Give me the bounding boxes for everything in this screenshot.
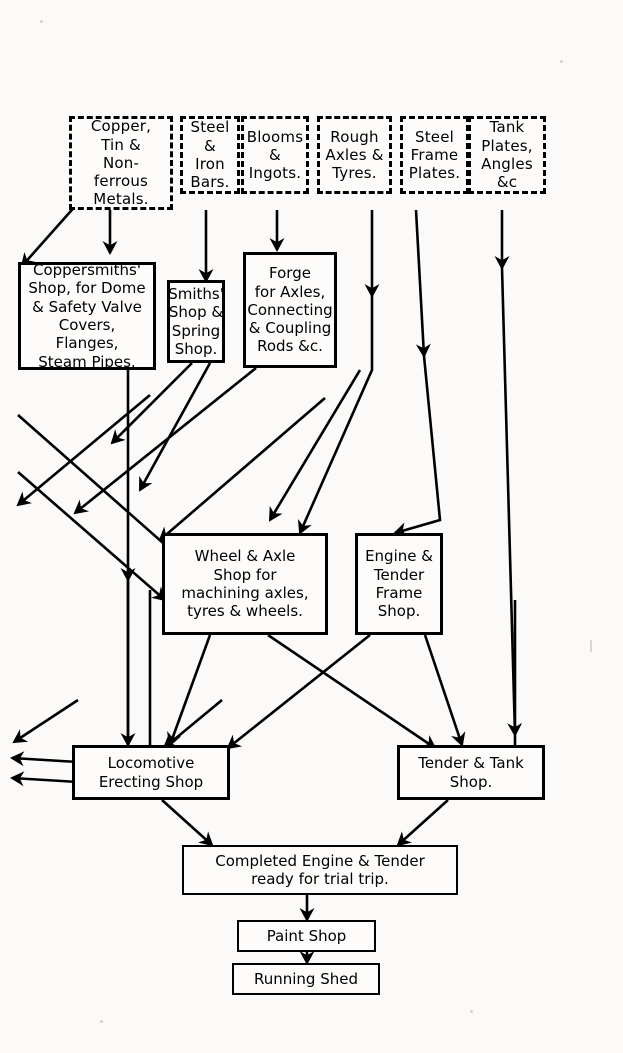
shop-engine-tender-frame[interactable]: Engine & Tender Frame Shop.	[355, 533, 443, 635]
paper-speck	[100, 1020, 103, 1023]
raw-material-tank-plates-label: Tank Plates, Angles &c	[481, 118, 533, 192]
raw-material-frame-plates-label: Steel Frame Plates.	[408, 127, 461, 183]
raw-material-steel-bars-label: Steel & Iron Bars.	[190, 118, 230, 192]
raw-material-blooms-label: Blooms & Ingots.	[246, 127, 304, 183]
raw-material-frame-plates[interactable]: Steel Frame Plates.	[400, 116, 469, 194]
raw-material-steel-bars[interactable]: Steel & Iron Bars.	[180, 116, 240, 194]
paper-speck	[40, 20, 43, 23]
shop-tender-tank[interactable]: Tender & Tank Shop.	[397, 745, 545, 800]
shop-coppersmiths[interactable]: Coppersmiths' Shop, for Dome & Safety Va…	[18, 261, 156, 371]
raw-material-copper-label: Copper, Tin & Non-ferrous Metals.	[90, 117, 152, 209]
raw-material-blooms[interactable]: Blooms & Ingots.	[241, 116, 309, 194]
shop-locomotive-erecting-label: Locomotive Erecting Shop	[98, 754, 204, 791]
output-paint-shop[interactable]: Paint Shop	[237, 920, 376, 952]
shop-tender-tank-label: Tender & Tank Shop.	[418, 754, 524, 791]
output-completed-engine-label: Completed Engine & Tender ready for tria…	[215, 851, 425, 888]
output-running-shed-label: Running Shed	[253, 969, 358, 988]
raw-material-tank-plates[interactable]: Tank Plates, Angles &c	[468, 116, 546, 194]
shop-forge[interactable]: Forge for Axles, Connecting & Coupling R…	[243, 252, 337, 368]
raw-material-rough-axles[interactable]: Rough Axles & Tyres.	[317, 116, 392, 194]
shop-wheel-axle-label: Wheel & Axle Shop for machining axles, t…	[181, 547, 309, 621]
raw-material-copper[interactable]: Copper, Tin & Non-ferrous Metals.	[69, 116, 173, 210]
shop-coppersmiths-label: Coppersmiths' Shop, for Dome & Safety Va…	[28, 261, 146, 371]
paper-speck	[590, 640, 592, 652]
shop-smiths[interactable]: Smiths' Shop & Spring Shop.	[167, 280, 225, 363]
paper-speck	[560, 60, 563, 63]
shop-smiths-label: Smiths' Shop & Spring Shop.	[168, 284, 224, 358]
shop-engine-tender-frame-label: Engine & Tender Frame Shop.	[365, 547, 433, 621]
paper-speck	[470, 1010, 473, 1013]
raw-material-rough-axles-label: Rough Axles & Tyres.	[325, 127, 384, 183]
shop-forge-label: Forge for Axles, Connecting & Coupling R…	[247, 264, 333, 356]
output-running-shed[interactable]: Running Shed	[232, 963, 380, 995]
output-completed-engine[interactable]: Completed Engine & Tender ready for tria…	[182, 845, 458, 895]
shop-locomotive-erecting[interactable]: Locomotive Erecting Shop	[72, 745, 230, 800]
output-paint-shop-label: Paint Shop	[266, 926, 347, 945]
shop-wheel-axle[interactable]: Wheel & Axle Shop for machining axles, t…	[162, 533, 328, 635]
